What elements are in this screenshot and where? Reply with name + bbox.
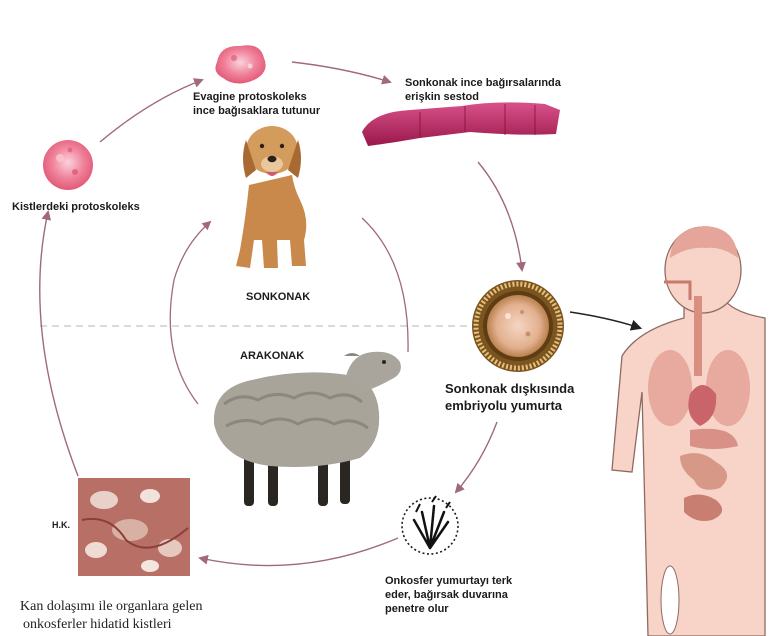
label-evaginated-protoscolex: Evagine protoskoleks ince bağısaklara tu… xyxy=(193,90,320,118)
arrow-oncosphere-to-hydatid xyxy=(200,538,398,566)
hydatid-tissue-icon xyxy=(78,478,190,576)
arrow-cyst-to-evaginated xyxy=(100,80,202,142)
label-cyst-protoscolex: Kistlerdeki protoskoleks xyxy=(12,200,140,214)
label-definitive-host: SONKONAK xyxy=(246,290,310,304)
arrow-hydatid-to-cyst xyxy=(40,212,78,476)
dog-icon xyxy=(236,126,306,268)
label-adult-cestode: Sonkonak ince bağırsalarında erişkin ses… xyxy=(405,76,561,104)
arrow-evaginated-to-adult xyxy=(292,62,390,82)
arrow-egg-to-human xyxy=(570,312,640,328)
label-intermediate-host: ARAKONAK xyxy=(240,349,304,363)
oncosphere-icon xyxy=(402,496,458,554)
egg-icon xyxy=(472,280,564,372)
human-body-icon xyxy=(612,226,765,636)
label-oncosphere: Onkosfer yumurtayı terk eder, bağırsak d… xyxy=(385,574,512,616)
label-embryonated-egg: Sonkonak dışkısında embriyolu yumurta xyxy=(445,380,574,414)
label-hk: H.K. xyxy=(52,518,70,532)
inner-arc-right xyxy=(362,218,408,352)
sheep-icon xyxy=(214,352,401,506)
adult-tapeworm-icon xyxy=(362,102,560,146)
cyst-protoscolex-icon xyxy=(43,140,93,190)
label-hydatid-cysts: Kan dolaşımı ile organlara gelen onkosfe… xyxy=(20,598,202,634)
arrow-adult-to-egg xyxy=(478,162,522,270)
arrow-egg-to-oncosphere xyxy=(456,422,497,492)
inner-arc-left xyxy=(170,222,210,404)
evaginated-protoscolex-icon xyxy=(215,45,265,83)
